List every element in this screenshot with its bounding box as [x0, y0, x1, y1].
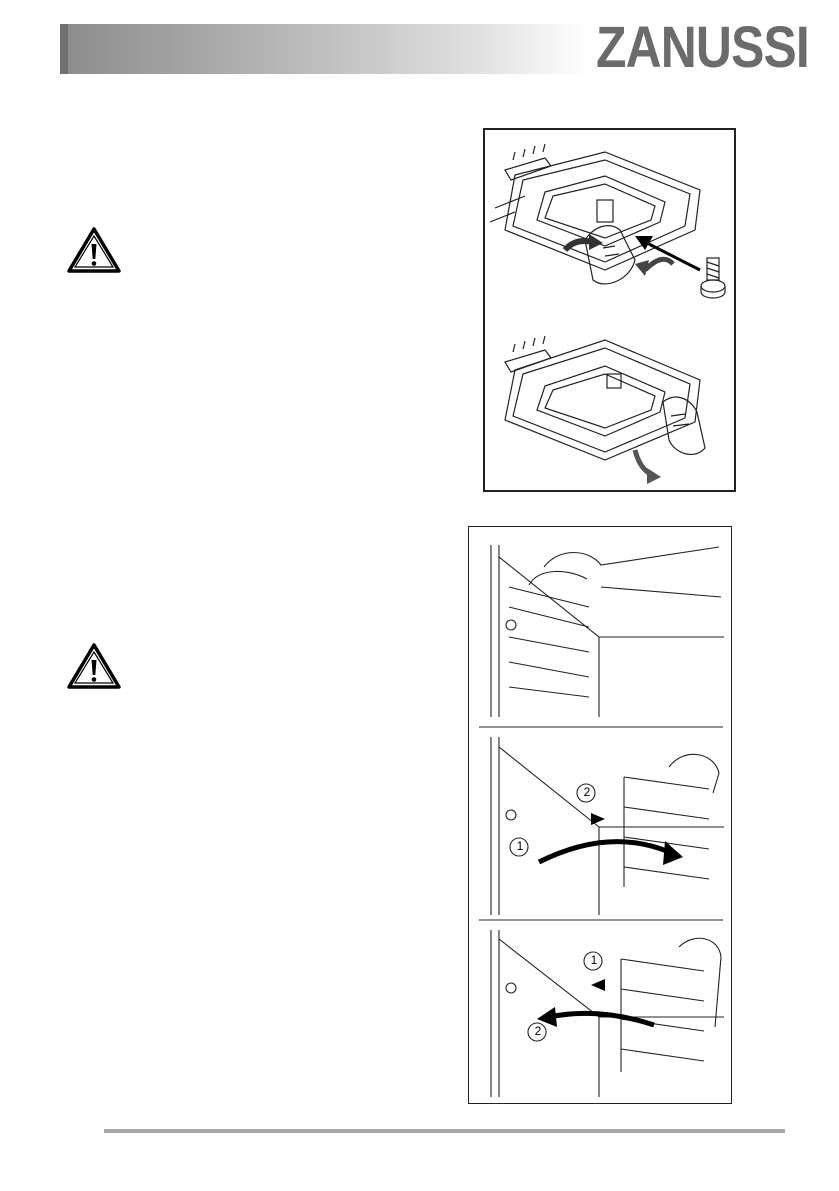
- header-gradient-bar: [60, 24, 590, 74]
- shelf-supports-figure: 2 1 1 2: [468, 526, 732, 1104]
- heating-element-figure: [483, 128, 736, 492]
- heating-element-illustration: [485, 130, 734, 490]
- callout-number: 2: [579, 785, 595, 799]
- warning-triangle-icon: [66, 642, 122, 690]
- callout-number: 2: [530, 1024, 546, 1038]
- brand-logo: ZANUSSI: [596, 18, 785, 78]
- warning-triangle-icon: [66, 226, 122, 274]
- callout-number: 1: [512, 839, 528, 853]
- footer-rule: [104, 1129, 785, 1133]
- callout-number: 1: [586, 953, 602, 967]
- shelf-supports-illustration: [469, 527, 731, 1103]
